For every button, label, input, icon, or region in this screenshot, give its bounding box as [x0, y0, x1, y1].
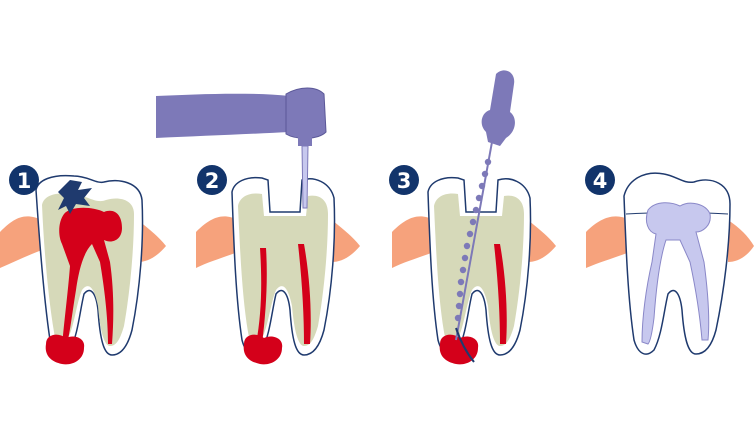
tooth-1-decay [58, 180, 92, 214]
tooth-2-pulp-canal-right [298, 244, 311, 344]
file-spiral-icon [454, 158, 492, 322]
step-4-badge [585, 165, 615, 195]
step-2-drilling: 2 [156, 87, 360, 365]
file-tip [455, 327, 475, 363]
step-1-number: 1 [17, 169, 32, 193]
tooth-4-outline [623, 172, 731, 355]
gum-4-right [728, 220, 754, 262]
step-3-badge [389, 165, 419, 195]
step-4-restored-tooth: 4 [585, 165, 754, 355]
step-3-cleaning: 3 [389, 70, 556, 365]
gum-4 [586, 216, 630, 268]
tooth-2-abscess [243, 334, 283, 365]
handpiece-head [285, 87, 327, 139]
gum-3-right [528, 220, 556, 262]
tooth-3-pulp-canal-right [494, 244, 507, 344]
step-2-badge [197, 165, 227, 195]
gum-3 [392, 216, 434, 268]
gum-1 [0, 216, 42, 268]
tooth-2-dentin [238, 193, 328, 346]
step-1-badge [9, 165, 39, 195]
file-handle [481, 70, 515, 146]
step-1-infected-tooth: 1 [0, 165, 166, 365]
gum-1-right [138, 220, 166, 262]
tooth-1-pulp [59, 207, 122, 348]
tooth-2-pulp-canal-left [256, 248, 267, 344]
step-3-number: 3 [397, 169, 412, 193]
tooth-4-filling [641, 202, 711, 345]
tooth-3-abscess [439, 334, 479, 365]
handpiece-neck [298, 136, 312, 146]
tooth-1-abscess [45, 334, 85, 365]
step-2-number: 2 [205, 169, 220, 193]
step-4-number: 4 [593, 169, 608, 193]
handpiece-body [156, 93, 290, 138]
drill-bit-icon [301, 145, 309, 209]
gum-2-right [332, 220, 360, 262]
gum-2 [196, 216, 238, 268]
